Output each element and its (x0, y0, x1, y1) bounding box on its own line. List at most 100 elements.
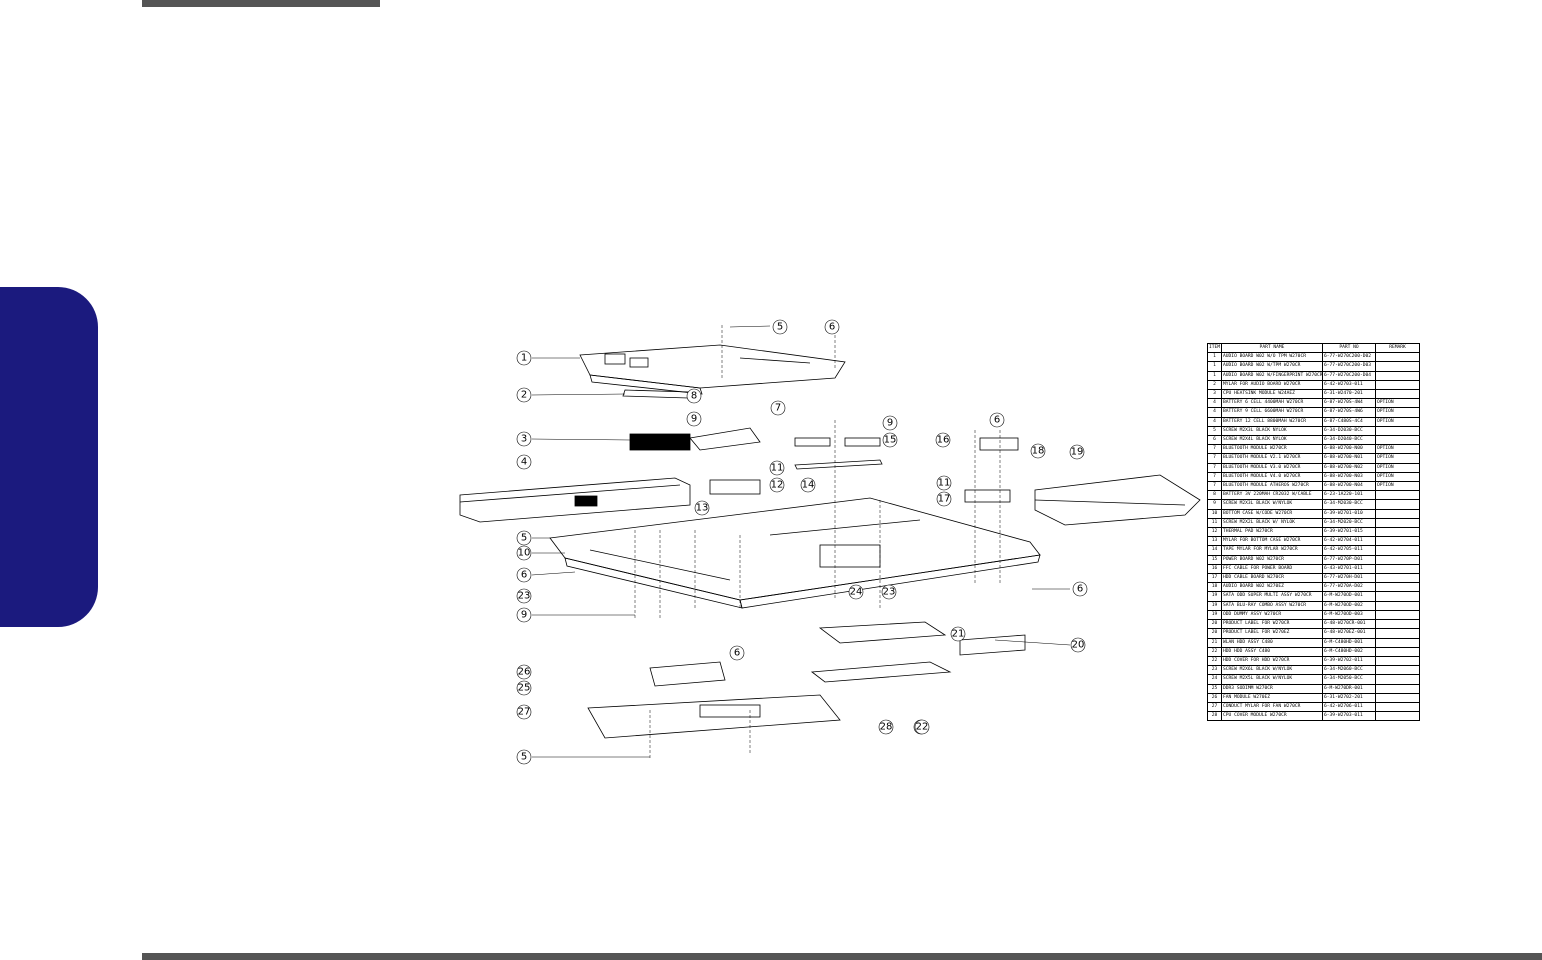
cell-part-name: BLUETOOTH MODULE V4.0 W270CR (1221, 471, 1323, 483)
callout: 6 (824, 319, 840, 335)
cell-item: 7 (1207, 481, 1222, 492)
cell-part-name: AUDIO BOARD W02 W/O TPM W270CR (1221, 352, 1323, 363)
cell-part-no: 6-77-W270C200-D03 (1322, 361, 1376, 372)
callout: 24 (848, 584, 864, 600)
callout-number: 9 (521, 610, 527, 621)
cell-part-name: CPU HEATSINK MODULE W24AEZ (1221, 389, 1323, 400)
cell-remark (1375, 582, 1420, 593)
cell-part-name: SATA ODD SUPER MULTI ASSY W270CR (1221, 591, 1323, 602)
cell-remark (1375, 527, 1420, 538)
callout: 12 (769, 477, 785, 493)
cell-item: 5 (1207, 425, 1222, 437)
cell-part-no: 6-23-1A220-101 (1322, 490, 1376, 501)
cell-item: 1 (1207, 370, 1222, 381)
cell-part-name: BATTERY 3V 220MAH CR2032 W/CABLE (1221, 490, 1323, 501)
cell-part-name: ODD DUMMY ASSY W270CR (1221, 609, 1323, 621)
parts-table-header-row: ITEM PART NAME PART NO REMARK (1207, 342, 1420, 354)
cell-part-name: CONDUCT MYLAR FOR FAN W270CR (1221, 701, 1323, 713)
callout-number: 11 (938, 478, 951, 489)
cell-part-name: MYLAR FOR BOTTOM CASE W270CR (1221, 536, 1323, 547)
callout: 14 (800, 477, 816, 493)
cell-part-name: PRODUCT LABEL FOR W270CR (1221, 619, 1323, 630)
callout: 7 (770, 400, 786, 416)
callout: 6 (729, 645, 745, 661)
cell-remark: OPTION (1375, 444, 1420, 455)
cell-part-name: HDD COVER FOR HDD W270CR (1221, 655, 1323, 667)
screw-guide-lines (634, 325, 1001, 760)
callout: 2 (516, 387, 532, 403)
cell-item: 27 (1207, 701, 1222, 713)
cell-remark (1375, 490, 1420, 501)
cell-remark: OPTION (1375, 481, 1420, 492)
cell-part-no: 6-34-M2050-BCC (1322, 674, 1376, 685)
cell-item: 7 (1207, 462, 1222, 473)
callout-number: 6 (994, 415, 1000, 426)
cell-part-name: SATA BLU-RAY COMBO ASSY W270CR (1221, 600, 1323, 611)
cell-remark: OPTION (1375, 407, 1420, 418)
cell-part-name: SCREW M2X2L BLACK W/ NYLOK (1221, 517, 1323, 529)
callout-number: 25 (518, 683, 531, 694)
cell-remark (1375, 637, 1420, 648)
cell-item: 1 (1207, 361, 1222, 372)
cell-remark (1375, 517, 1420, 529)
cell-remark (1375, 499, 1420, 510)
cell-item: 10 (1207, 508, 1222, 519)
callout-number: 22 (916, 722, 929, 733)
callout-number: 11 (771, 463, 784, 474)
cell-part-no: 6-39-W2701-010 (1322, 508, 1376, 519)
callout: 10 (516, 545, 532, 561)
callout-number: 6 (521, 570, 527, 581)
cell-part-name: TAPE MYLAR FOR MYLAR W270CR (1221, 545, 1323, 556)
callout-number: 10 (518, 548, 531, 559)
callout-number: 18 (1032, 446, 1045, 457)
cell-part-no: 6-34-D2040-BCC (1322, 435, 1376, 446)
cell-part-no: 6-31-W2702-201 (1322, 692, 1376, 703)
cell-item: 11 (1207, 517, 1222, 529)
cell-part-name: HDD CABLE BOARD W270CR (1221, 573, 1323, 584)
cell-part-name: BLUETOOTH MODULE W270CR (1221, 444, 1323, 455)
callout: 3 (516, 431, 532, 447)
footer-rule (142, 953, 1542, 960)
cell-item: 13 (1207, 536, 1222, 547)
cell-remark (1375, 536, 1420, 547)
cell-remark (1375, 692, 1420, 703)
cell-part-no: 6-48-W270EZ-001 (1322, 628, 1376, 639)
cell-part-no: 6-M-W270OD-001 (1322, 591, 1376, 602)
cell-item: 4 (1207, 407, 1222, 418)
callout: 25 (516, 680, 532, 696)
callout: 15 (882, 432, 898, 448)
callout: 6 (989, 412, 1005, 428)
cell-part-name: BATTERY 6 CELL 4400MAH W270CR (1221, 398, 1323, 409)
cell-item: 22 (1207, 655, 1222, 667)
cell-part-no: 6-88-W2700-N01 (1322, 453, 1376, 464)
cell-remark (1375, 683, 1420, 694)
cell-item: 21 (1207, 637, 1222, 648)
cell-remark (1375, 508, 1420, 519)
callout-leaders (531, 325, 1071, 758)
cell-remark (1375, 425, 1420, 437)
callout: 5 (516, 749, 532, 765)
callout-number: 20 (1072, 640, 1085, 651)
cell-item: 7 (1207, 453, 1222, 464)
callout-number: 17 (938, 494, 951, 505)
cell-part-name: PRODUCT LABEL FOR W270EZ (1221, 628, 1323, 639)
cell-remark (1375, 674, 1420, 685)
callout: 9 (882, 415, 898, 431)
cell-item: 20 (1207, 628, 1222, 639)
cell-remark: OPTION (1375, 462, 1420, 473)
